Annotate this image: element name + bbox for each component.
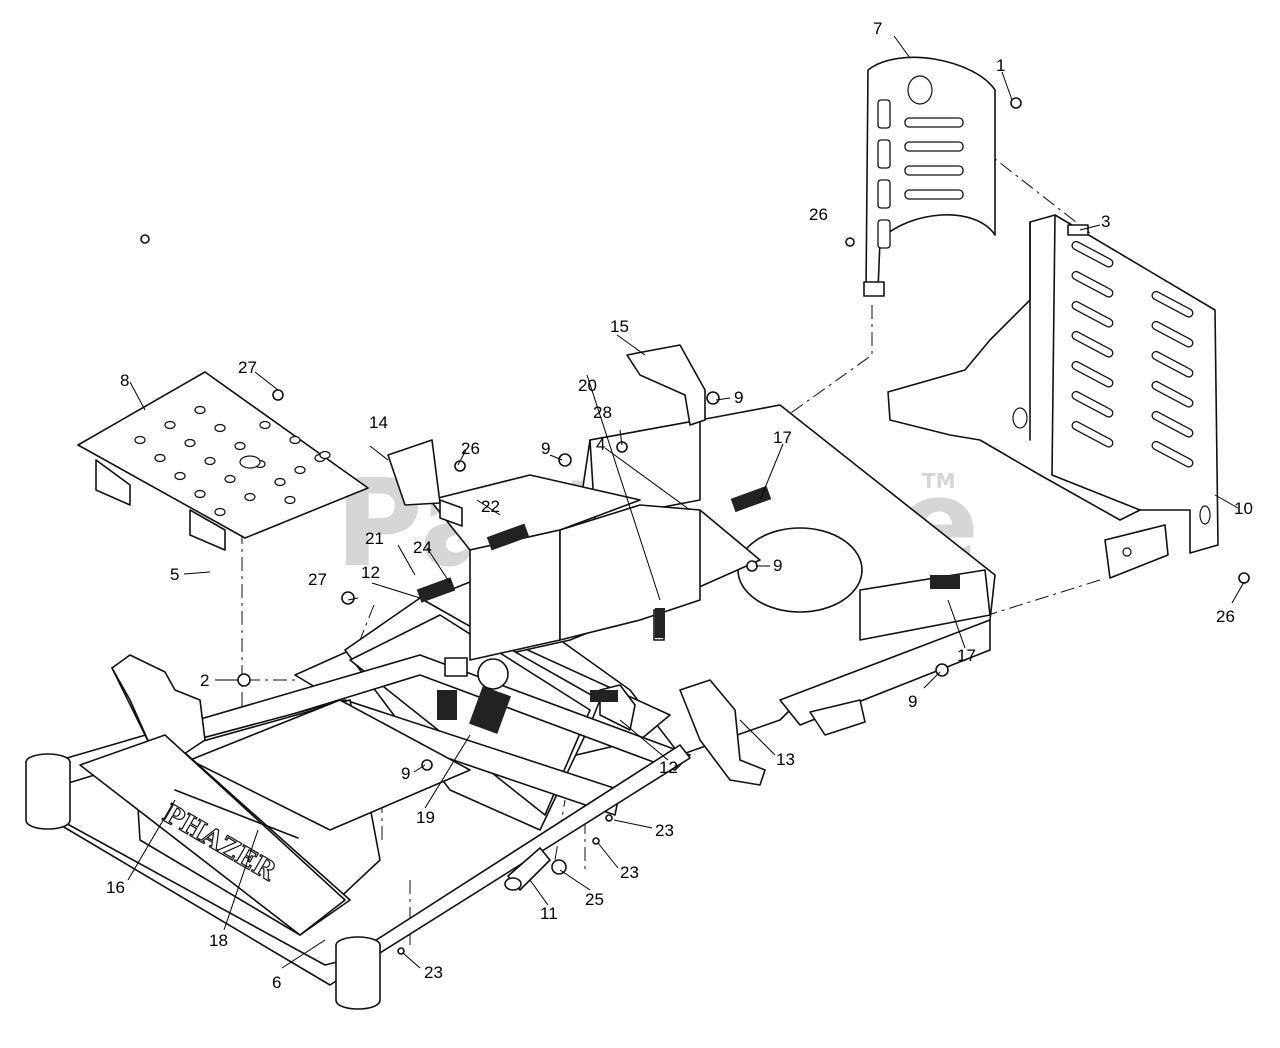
callouts: 1 2 3 4 5 6 7 8 9 9 9 9 9 10 11 12 12 13…	[106, 19, 1253, 992]
callout-24: 24	[413, 538, 432, 557]
callout-18: 18	[209, 931, 228, 950]
callout-23-mid: 23	[620, 863, 639, 882]
callout-23-upper: 23	[655, 821, 674, 840]
plate-hole	[174, 471, 186, 481]
callout-9-mid: 9	[541, 439, 550, 458]
plate-hole	[214, 423, 226, 433]
plate-hole	[234, 441, 246, 451]
callout-27-left: 27	[308, 570, 327, 589]
part-8-foot-plate	[77, 371, 369, 551]
callout-9-top: 9	[734, 388, 743, 407]
main-frame: PHAZER	[25, 97, 1250, 1010]
callout-17-top: 17	[773, 428, 792, 447]
plate-hole	[284, 495, 296, 505]
callout-26-top: 26	[809, 205, 828, 224]
callout-4: 4	[596, 435, 605, 454]
leader-lines	[127, 35, 1245, 969]
part-10-seat-bracket	[887, 214, 1219, 579]
plate-hole	[194, 405, 206, 415]
callout-19: 19	[416, 808, 435, 827]
plate-hole	[184, 438, 196, 448]
callout-15: 15	[610, 317, 629, 336]
plate-large-hole	[239, 455, 261, 469]
callout-26-right: 26	[1216, 607, 1235, 626]
plate-hole	[319, 450, 331, 460]
callout-7: 7	[873, 19, 882, 38]
plate-hole	[204, 456, 216, 466]
plate-hole	[289, 435, 301, 445]
plate-hole	[214, 507, 226, 517]
callout-20: 20	[578, 376, 597, 395]
callout-1: 1	[996, 56, 1005, 75]
callout-25: 25	[585, 890, 604, 909]
callout-9-right: 9	[908, 692, 917, 711]
plate-hole	[194, 489, 206, 499]
plate-hole	[294, 465, 306, 475]
callout-8: 8	[120, 371, 129, 390]
callout-22: 22	[481, 497, 500, 516]
plate-hole	[164, 420, 176, 430]
callout-17-right: 17	[957, 646, 976, 665]
callout-9-deck: 9	[773, 556, 782, 575]
callout-11: 11	[540, 904, 558, 923]
callout-23-lower: 23	[424, 963, 443, 982]
callout-27-top: 27	[238, 358, 257, 377]
callout-10: 10	[1234, 499, 1253, 518]
callout-14: 14	[369, 413, 388, 432]
callout-12-left: 12	[361, 563, 380, 582]
callout-21: 21	[365, 529, 384, 548]
callout-28: 28	[593, 403, 612, 422]
callout-12-right: 12	[659, 758, 678, 777]
plate-hole	[154, 453, 166, 463]
plate-hole	[244, 492, 256, 502]
callout-6: 6	[272, 973, 281, 992]
callout-5: 5	[170, 565, 179, 584]
callout-2: 2	[200, 671, 209, 690]
callout-3: 3	[1101, 212, 1110, 231]
plate-hole	[259, 420, 271, 430]
callout-13: 13	[776, 750, 795, 769]
plate-hole	[134, 435, 146, 445]
watermark-trademark: TM	[922, 469, 956, 493]
callout-26-mid: 26	[461, 439, 480, 458]
part-7-side-panel	[863, 56, 996, 297]
plate-hole	[274, 477, 286, 487]
callout-9-front: 9	[401, 764, 410, 783]
callout-16: 16	[106, 878, 125, 897]
plate-hole	[224, 474, 236, 484]
